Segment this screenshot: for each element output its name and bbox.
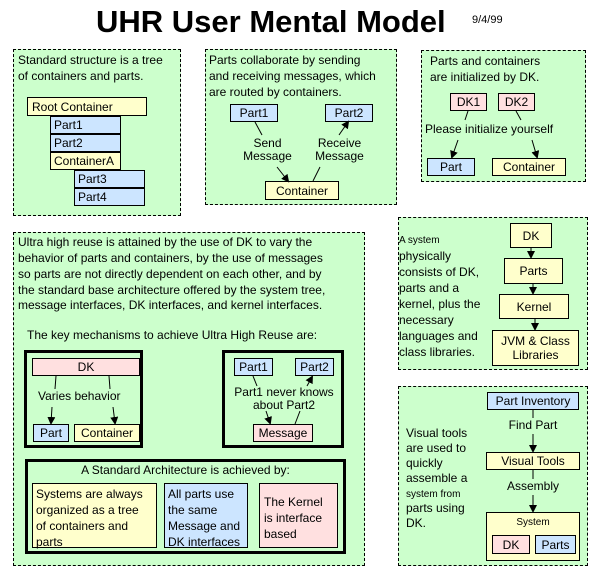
assembly-label: Assembly	[506, 479, 559, 493]
tree-caption-line2: of containers and parts.	[18, 69, 144, 83]
init-instruction-label: Please initialize yourself	[425, 122, 554, 136]
init-caption-line2: are initialized by DK.	[430, 70, 540, 84]
architecture-item-interfaces-line2: the same	[168, 503, 218, 517]
reuse-paragraph-line4: the standard base architecture offered b…	[18, 283, 326, 297]
send-message-label-2: Message	[243, 149, 292, 163]
date-label: 9/4/99	[472, 14, 503, 26]
system-caption-line8: class libraries.	[399, 345, 476, 359]
system-caption-line1: A system	[399, 235, 440, 246]
tree-node-part1: Part1	[50, 116, 121, 134]
system-stack-jvm-line1: JVM & Class	[501, 334, 570, 348]
system-caption-line2: physically	[399, 249, 452, 263]
tools-caption-line4: assemble a	[406, 471, 468, 485]
architecture-item-kernel-line2: is interface	[264, 511, 323, 525]
init-container: Container	[492, 158, 566, 176]
architecture-item-tree-line3: of containers and	[36, 519, 129, 533]
never-knows-label-1: Part1 never knows	[234, 385, 334, 399]
system-caption-line3: consists of DK,	[399, 265, 480, 279]
architecture-item-interfaces-line4: DK interfaces	[168, 535, 241, 549]
send-message-label-1: Send	[253, 136, 282, 150]
system-stack-jvm: JVM & Class Libraries	[492, 330, 579, 366]
init-dk1: DK1	[450, 93, 487, 111]
architecture-heading: A Standard Architecture is achieved by:	[81, 463, 290, 477]
architecture-item-interfaces-line1: All parts use	[168, 487, 235, 501]
tools-caption-line5: system from	[406, 489, 461, 500]
architecture-item-kernel: The Kernel is interface based	[259, 483, 338, 548]
init-part: Part	[427, 158, 475, 176]
architecture-item-tree-line1: Systems are always	[36, 487, 143, 501]
messages-panel	[205, 49, 397, 205]
dk-mechanism-container: Container	[74, 424, 140, 442]
system-box-parts: Parts	[535, 535, 576, 554]
system-stack-parts: Parts	[504, 258, 563, 284]
tools-caption-line2: are used to	[406, 441, 467, 455]
find-part-label: Find Part	[508, 418, 558, 432]
message-mechanism-message: Message	[253, 424, 313, 442]
tree-node-container-a: ContainerA	[50, 152, 121, 170]
architecture-item-interfaces: All parts use the same Message and DK in…	[164, 483, 248, 549]
part-inventory-box: Part Inventory	[487, 392, 579, 410]
architecture-item-tree-line2: organized as a tree	[36, 503, 139, 517]
reuse-paragraph-line2: behavior of parts and containers, by the…	[18, 251, 323, 265]
messages-caption-line3: are routed by containers.	[209, 85, 342, 99]
messages-caption-line2: and receiving messages, which	[209, 69, 376, 83]
visual-tools-box: Visual Tools	[486, 452, 580, 470]
tree-node-part3: Part3	[74, 170, 145, 188]
messages-part1: Part1	[230, 104, 278, 122]
system-box-label: System	[516, 517, 550, 528]
tools-caption-line3: quickly	[406, 456, 443, 470]
init-caption-line1: Parts and containers	[430, 54, 541, 68]
dk-mechanism-dk: DK	[32, 358, 140, 376]
architecture-item-tree-line4: parts	[36, 535, 63, 549]
system-caption-line5: kernel, plus the	[399, 297, 481, 311]
tree-node-root-container: Root Container	[27, 97, 147, 116]
architecture-item-tree: Systems are always organized as a tree o…	[32, 483, 157, 549]
reuse-paragraph-line3: so parts are not directly dependent on e…	[18, 267, 322, 281]
system-caption-line4: parts and a	[399, 281, 460, 295]
architecture-item-kernel-line3: based	[264, 527, 297, 541]
system-caption-line7: languages and	[399, 329, 478, 343]
message-mechanism-part1: Part1	[234, 358, 273, 376]
tree-node-part2: Part2	[50, 134, 121, 152]
receive-message-label-1: Receive	[317, 136, 362, 150]
tree-caption-line1: Standard structure is a tree	[18, 53, 163, 67]
messages-caption-line1: Parts collaborate by sending	[209, 53, 361, 67]
tree-node-part4: Part4	[74, 188, 145, 206]
architecture-item-interfaces-line3: Message and	[168, 519, 241, 533]
message-mechanism-part2: Part2	[295, 358, 334, 376]
page-title: UHR User Mental Model	[96, 4, 446, 39]
system-stack-dk: DK	[510, 223, 552, 248]
messages-container: Container	[265, 181, 339, 200]
system-stack-kernel: Kernel	[499, 294, 569, 319]
tools-caption-line7: DK.	[406, 516, 427, 530]
messages-part2: Part2	[325, 104, 373, 122]
varies-behavior-label: Varies behavior	[38, 389, 121, 403]
system-caption-line6: necessary	[399, 313, 454, 327]
init-dk2: DK2	[498, 93, 535, 111]
mechanisms-heading: The key mechanisms to achieve Ultra High…	[27, 328, 318, 342]
reuse-paragraph-line1: Ultra high reuse is attained by the use …	[18, 235, 313, 249]
never-knows-label-2: about Part2	[252, 398, 316, 412]
reuse-paragraph-line5: message interfaces, DK interfaces, and k…	[18, 298, 323, 312]
tools-caption-line6: parts using	[406, 501, 465, 515]
dk-mechanism-part: Part	[33, 424, 69, 442]
tools-caption-line1: Visual tools	[406, 426, 468, 440]
architecture-item-kernel-line1: The Kernel	[264, 495, 323, 509]
receive-message-label-2: Message	[315, 149, 364, 163]
system-box-dk: DK	[492, 535, 530, 554]
system-stack-jvm-line2: Libraries	[512, 348, 559, 362]
